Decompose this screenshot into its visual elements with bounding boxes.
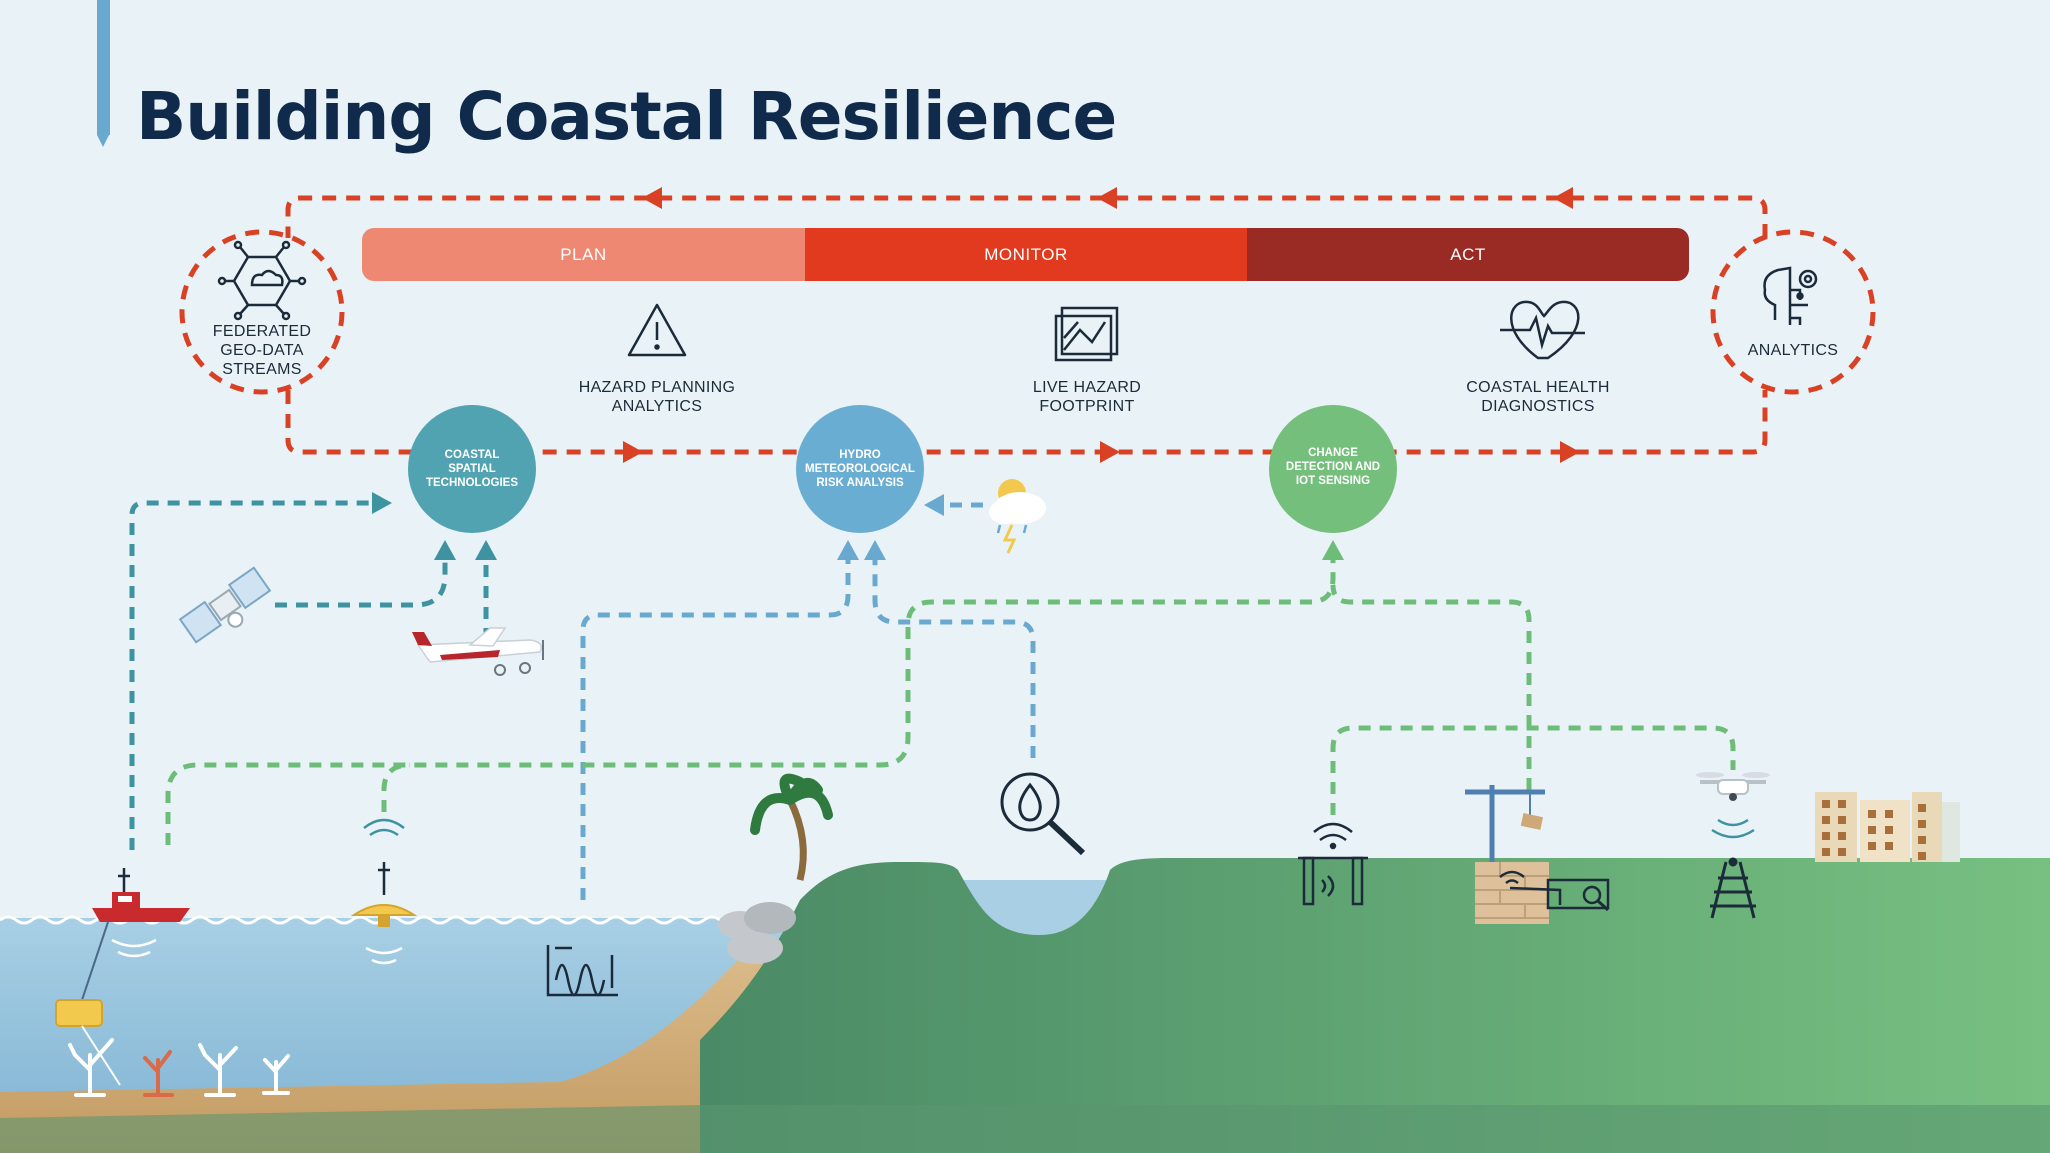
network-icon bbox=[217, 240, 307, 321]
node-coastal-spatial bbox=[408, 405, 536, 533]
loop-arrow-6 bbox=[1560, 441, 1580, 463]
coral-icon bbox=[68, 1038, 290, 1097]
flow-buoy-to-green bbox=[381, 762, 411, 812]
buoy-icon bbox=[350, 818, 418, 965]
hydro-risk-label: HYDRO METEOROLOGICAL RISK ANALYSIS bbox=[805, 449, 915, 489]
flow-satellite-to-spatial bbox=[275, 555, 448, 608]
title-accent-bar bbox=[97, 0, 110, 135]
teal-flows bbox=[129, 500, 489, 850]
brain-gear-icon bbox=[1763, 266, 1818, 325]
teal-arrow-2 bbox=[434, 540, 456, 560]
phase-plan: PLAN bbox=[362, 228, 805, 281]
analytics-ring bbox=[1710, 229, 1876, 395]
feedback-loop bbox=[179, 195, 1876, 455]
railway-icon bbox=[1710, 857, 1756, 919]
loop-top-path bbox=[285, 195, 1768, 238]
teal-arrow-1 bbox=[372, 492, 392, 514]
loop-arrow-2 bbox=[1097, 187, 1117, 209]
heartbeat-icon bbox=[1500, 300, 1585, 360]
phase-plan-label: PLAN bbox=[560, 244, 607, 264]
water-drop-search-icon bbox=[1000, 772, 1086, 856]
warning-triangle-icon bbox=[627, 303, 687, 357]
processing-nodes bbox=[408, 405, 1397, 533]
loop-arrow-3 bbox=[1553, 187, 1573, 209]
blue-arrows bbox=[837, 494, 944, 560]
buildings-icon bbox=[1815, 792, 1960, 862]
federated-streams-label: FEDERATED GEO-DATA STREAMS bbox=[212, 323, 312, 378]
flow-boat-to-spatial bbox=[129, 500, 380, 850]
sea-waves bbox=[0, 915, 721, 925]
weather-icon bbox=[989, 479, 1046, 554]
ground-strip bbox=[0, 1105, 2050, 1153]
satellite-icon bbox=[178, 566, 272, 644]
analytics-label: ANALYTICS bbox=[1747, 342, 1839, 359]
flow-crane-to-change bbox=[1330, 584, 1532, 790]
loop-arrow-4 bbox=[623, 441, 643, 463]
coastal-spatial-label: COASTAL SPATIAL TECHNOLOGIES bbox=[425, 449, 519, 489]
palm-tree-icon bbox=[718, 773, 833, 964]
airplane-icon bbox=[412, 627, 544, 676]
phase-monitor: MONITOR bbox=[805, 228, 1247, 281]
title-accent-tip bbox=[97, 135, 109, 147]
land bbox=[700, 858, 2050, 1153]
flow-drop-to-hydro bbox=[872, 555, 1036, 758]
seabed-sand bbox=[0, 940, 800, 1153]
node-change-detection bbox=[1269, 405, 1397, 533]
boat-icon bbox=[55, 868, 190, 1086]
federated-streams-ring bbox=[179, 229, 345, 395]
loop-arrow-5 bbox=[1100, 441, 1120, 463]
flow-shore-to-change bbox=[165, 560, 1336, 845]
phase-act: ACT bbox=[1247, 228, 1689, 281]
coastal-health-label: COASTAL HEALTH DIAGNOSTICS bbox=[1466, 379, 1610, 415]
crane-icon bbox=[1465, 785, 1610, 924]
teal-arrows bbox=[372, 492, 497, 560]
blue-arrow-2 bbox=[864, 540, 886, 560]
green-arrow-1 bbox=[1322, 540, 1344, 560]
loop-arrow-1 bbox=[642, 187, 662, 209]
blue-flows bbox=[580, 502, 1036, 900]
flow-gauge-to-hydro bbox=[580, 555, 851, 900]
phase-act-label: ACT bbox=[1450, 244, 1486, 264]
loop-arrows bbox=[623, 187, 1580, 463]
landscape bbox=[0, 858, 2050, 1153]
page-title: Building Coastal Resilience bbox=[136, 78, 1117, 155]
green-arrows bbox=[1322, 540, 1344, 560]
phase-monitor-label: MONITOR bbox=[984, 244, 1068, 264]
blue-arrow-3 bbox=[924, 494, 944, 516]
drone-icon bbox=[1696, 772, 1770, 839]
blue-arrow-1 bbox=[837, 540, 859, 560]
map-icon bbox=[1054, 306, 1119, 362]
hazard-planning-label: HAZARD PLANNING ANALYTICS bbox=[578, 379, 736, 415]
teal-arrow-3 bbox=[475, 540, 497, 560]
change-detection-label: CHANGE DETECTION AND IOT SENSING bbox=[1285, 447, 1381, 487]
green-flows bbox=[165, 560, 1736, 845]
loop-bottom-path bbox=[285, 390, 1768, 455]
live-hazard-label: LIVE HAZARD FOOTPRINT bbox=[1032, 379, 1142, 415]
wave-gauge-icon bbox=[546, 945, 618, 997]
flow-sensors-to-crane bbox=[1330, 725, 1736, 815]
wifi-sensor-icon bbox=[1298, 822, 1368, 906]
node-hydro-risk bbox=[796, 405, 924, 533]
